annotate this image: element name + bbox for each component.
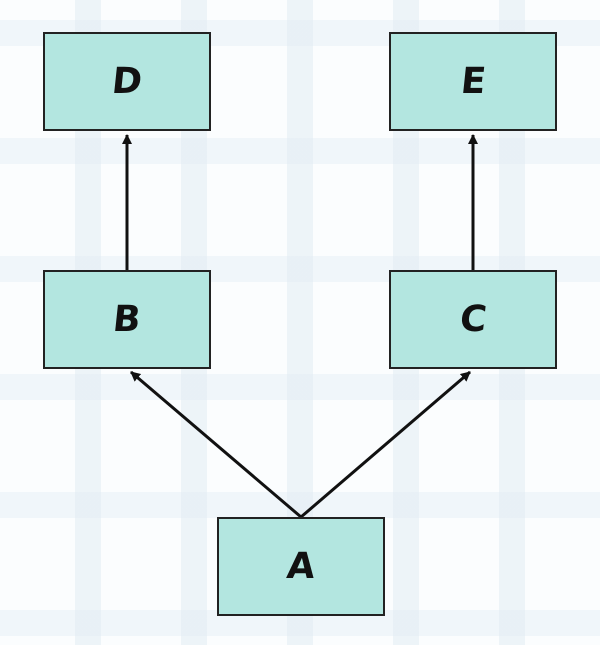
node-a-label: A	[284, 545, 318, 587]
node-b-label: B	[111, 298, 143, 340]
node-a[interactable]: A	[217, 517, 385, 616]
node-c[interactable]: C	[389, 270, 557, 369]
edge-a-to-b	[130, 370, 302, 519]
node-d[interactable]: D	[43, 32, 211, 131]
node-e[interactable]: E	[389, 32, 557, 131]
node-c-label: C	[457, 298, 489, 340]
node-b[interactable]: B	[43, 270, 211, 369]
node-e-label: E	[458, 60, 488, 102]
edge-a-to-c	[300, 370, 471, 519]
node-d-label: D	[109, 60, 145, 102]
